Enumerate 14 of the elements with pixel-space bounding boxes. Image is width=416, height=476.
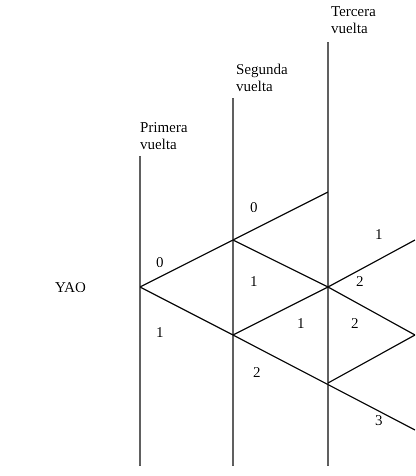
- region-number: 0: [250, 200, 258, 217]
- region-number: 1: [297, 316, 304, 333]
- region-number: 0: [156, 255, 164, 272]
- region-number: 3: [375, 413, 382, 430]
- row-heading: YAO: [55, 280, 86, 297]
- region-number: 1: [375, 227, 382, 244]
- region-number: 2: [351, 316, 358, 333]
- region-number: 1: [250, 274, 258, 291]
- region-number: 2: [356, 274, 364, 291]
- region-number: 2: [253, 365, 260, 382]
- column-heading: Primera vuelta: [140, 120, 188, 154]
- column-heading: Segunda vuelta: [236, 62, 289, 96]
- region-number: 1: [156, 325, 164, 342]
- column-heading: Tercera vuelta: [331, 4, 377, 38]
